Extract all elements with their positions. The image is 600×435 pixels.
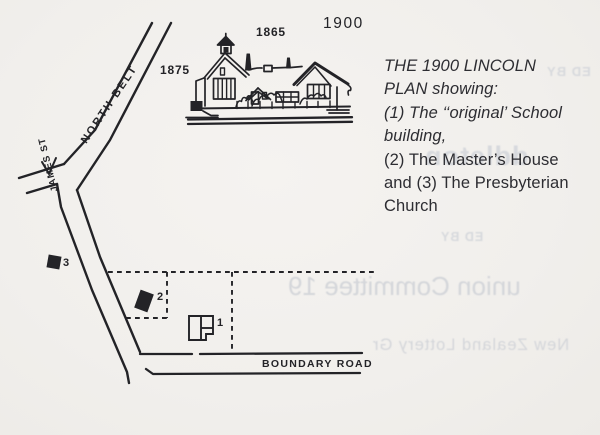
year-label-1865: 1865 [256,25,286,39]
belfry-icon [216,32,235,55]
road-north-belt [62,21,173,192]
school-building-sketch [185,32,354,126]
lot-boundary-dashed [108,271,375,352]
caption-line: PLAN showing: [384,80,499,99]
chimney-icon [286,57,291,69]
road-james-st [17,157,66,195]
caption-line: building, [384,127,447,146]
road-label-boundary-road: BOUNDARY ROAD [262,358,373,370]
year-label-1875: 1875 [160,63,190,77]
year-label-1900: 1900 [323,15,364,32]
caption-line: (2) The Master’s House [384,150,559,169]
caption-line: THE 1900 LINCOLN [384,57,536,75]
marker-3-label: 3 [63,257,69,269]
road-label-north-belt: NORTH BELT [79,63,140,146]
road-label-james-st: JAMES ST [37,136,61,193]
plan-caption: THE 1900 LINCOLN PLAN showing: (1) The ‘… [384,55,596,219]
marker-school-1: 1 [188,315,223,341]
marker-church-3: 3 [46,254,69,270]
marker-2-label: 2 [157,291,163,303]
road-south [55,182,142,385]
caption-line: and (3) The Presbyterian [384,174,569,193]
marker-1-label: 1 [217,317,223,329]
caption-line: (1) The ‘‘original’ School [384,103,563,122]
road-boundary [138,351,364,376]
caption-line: Church [384,197,438,216]
bushes [235,92,327,108]
marker-masters-house-2: 2 [134,289,163,313]
chimney-icon [245,53,252,71]
